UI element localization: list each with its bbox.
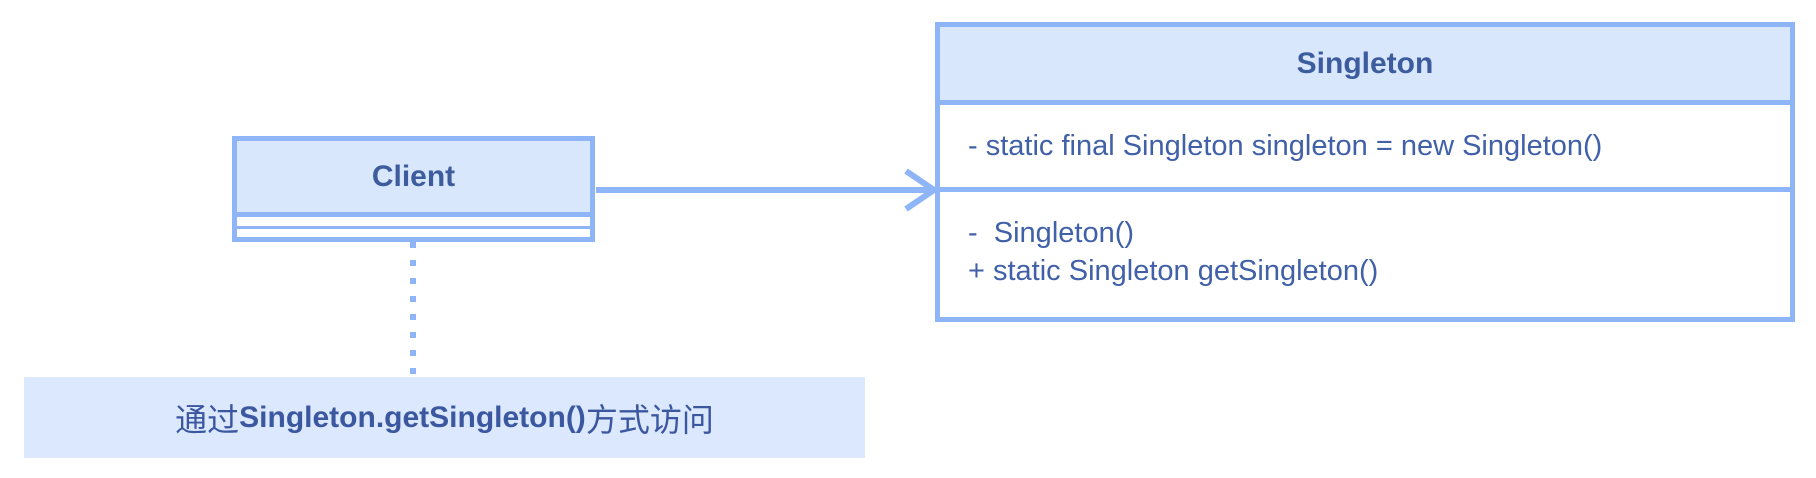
note-text-suffix: 方式访问 xyxy=(585,400,714,439)
client-class-title: Client xyxy=(237,141,590,217)
singleton-method-line: - Singleton() xyxy=(968,217,1135,249)
note-dotted-connector xyxy=(410,242,416,376)
client-class-box: Client xyxy=(232,136,595,242)
singleton-methods-compartment: - Singleton() + static Singleton getSing… xyxy=(940,192,1790,312)
singleton-attributes-compartment: - static final Singleton singleton = new… xyxy=(940,105,1790,192)
singleton-class-title: Singleton xyxy=(940,27,1790,105)
client-attributes-compartment xyxy=(237,217,590,229)
note-code-text: Singleton.getSingleton() xyxy=(239,400,586,434)
singleton-class-box: Singleton - static final Singleton singl… xyxy=(935,22,1795,322)
singleton-attribute-line: - static final Singleton singleton = new… xyxy=(968,130,1603,162)
association-arrow xyxy=(596,168,940,212)
client-methods-compartment xyxy=(237,229,590,237)
note-text-prefix: 通过 xyxy=(175,400,240,439)
singleton-method-line: + static Singleton getSingleton() xyxy=(968,255,1379,287)
